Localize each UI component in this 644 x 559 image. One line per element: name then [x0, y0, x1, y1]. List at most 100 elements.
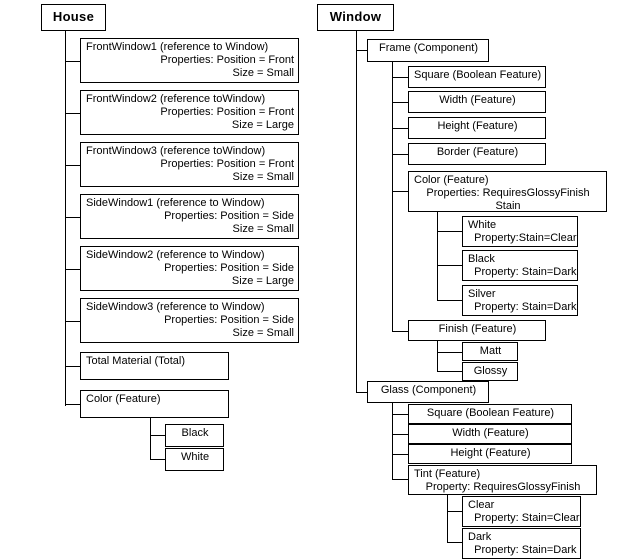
node-line-front-window-2-2: Size = Large — [231, 119, 294, 131]
node-line-glass-tint-clear-0: Clear — [468, 499, 495, 511]
node-line-house-color-white-0: White — [180, 451, 210, 463]
node-side-window-1[interactable]: SideWindow1 (reference to Window)Propert… — [80, 194, 299, 239]
node-total-material[interactable]: Total Material (Total) — [80, 352, 229, 380]
node-line-side-window-3-1: Properties: Position = Side — [164, 314, 294, 326]
node-line-side-window-1-1: Properties: Position = Side — [164, 210, 294, 222]
connector-frame-stem — [392, 62, 393, 331]
node-line-frame-border-0: Border (Feature) — [436, 146, 519, 158]
node-line-side-window-2-1: Properties: Position = Side — [164, 262, 294, 274]
node-line-front-window-3-2: Size = Small — [232, 171, 294, 183]
node-glass-tint-clear[interactable]: Clear Property: Stain=Clear — [462, 496, 581, 527]
connector-house-color-stem — [150, 418, 151, 460]
node-window[interactable]: Window — [317, 4, 394, 31]
node-line-frame-finish-matt-0: Matt — [479, 345, 502, 357]
connector-frame-color-stem — [437, 212, 438, 301]
node-line-front-window-2-1: Properties: Position = Front — [160, 106, 294, 118]
node-line-frame-color-black-0: Black — [468, 253, 495, 265]
node-line-front-window-2-0: FrontWindow2 (reference toWindow) — [86, 93, 266, 105]
node-frame-width[interactable]: Width (Feature) — [408, 91, 546, 113]
node-line-side-window-1-2: Size = Small — [232, 223, 294, 235]
connector-glass-to-square — [392, 414, 408, 415]
connector-house-to-sw3 — [65, 321, 80, 322]
node-line-side-window-3-0: SideWindow3 (reference to Window) — [86, 301, 265, 313]
node-frame-square[interactable]: Square (Boolean Feature) — [408, 66, 546, 88]
node-line-frame-color-silver-1: Property: Stain=Dark — [468, 301, 577, 313]
node-frame-finish-glossy[interactable]: Glossy — [462, 362, 518, 381]
node-line-total-material-0: Total Material (Total) — [86, 355, 186, 367]
node-line-frame-color-0: Color (Feature) — [414, 174, 489, 186]
node-line-front-window-1-2: Size = Small — [232, 67, 294, 79]
node-glass-tint[interactable]: Tint (Feature)Property: RequiresGlossyFi… — [408, 465, 597, 495]
node-front-window-2[interactable]: FrontWindow2 (reference toWindow)Propert… — [80, 90, 299, 135]
connector-window-to-glass — [356, 392, 367, 393]
node-line-glass-tint-1: Property: RequiresGlossyFinish — [425, 481, 581, 493]
connector-frame-to-square — [392, 77, 408, 78]
node-line-side-window-3-2: Size = Small — [232, 327, 294, 339]
connector-house-to-color — [65, 404, 80, 405]
connector-frame-to-color — [392, 191, 408, 192]
node-line-side-window-1-0: SideWindow1 (reference to Window) — [86, 197, 265, 209]
node-line-frame-color-1: Properties: RequiresGlossyFinish — [426, 187, 590, 199]
node-frame-height[interactable]: Height (Feature) — [408, 117, 546, 139]
node-line-frame-width-0: Width (Feature) — [439, 94, 516, 106]
connector-glass-tint-to-dark — [447, 542, 462, 543]
node-frame-border[interactable]: Border (Feature) — [408, 143, 546, 165]
node-glass-square[interactable]: Square (Boolean Feature) — [408, 404, 572, 424]
connector-window-stem — [356, 31, 357, 392]
node-glass-height[interactable]: Height (Feature) — [408, 444, 572, 464]
connector-frame-finish-stem — [437, 341, 438, 372]
node-glass-tint-dark[interactable]: Dark Property: Stain=Dark — [462, 528, 581, 559]
node-frame-color[interactable]: Color (Feature)Properties: RequiresGloss… — [408, 171, 607, 212]
node-line-glass-height-0: Height (Feature) — [450, 447, 531, 459]
connector-house-to-fw1 — [65, 61, 80, 62]
node-line-frame-0: Frame (Component) — [378, 42, 479, 54]
connector-house-color-to-white — [150, 459, 165, 460]
node-label-house: House — [52, 9, 95, 24]
connector-house-to-fw2 — [65, 113, 80, 114]
node-side-window-3[interactable]: SideWindow3 (reference to Window)Propert… — [80, 298, 299, 343]
node-frame-finish[interactable]: Finish (Feature) — [408, 320, 546, 341]
node-front-window-1[interactable]: FrontWindow1 (reference to Window)Proper… — [80, 38, 299, 83]
node-line-frame-square-0: Square (Boolean Feature) — [414, 69, 542, 81]
connector-glass-to-tint — [392, 479, 408, 480]
node-glass[interactable]: Glass (Component) — [367, 381, 489, 403]
node-line-house-color-black-0: Black — [181, 427, 209, 439]
connector-frame-to-width — [392, 102, 408, 103]
connector-frame-to-border — [392, 154, 408, 155]
connector-glass-tint-stem — [447, 495, 448, 543]
node-glass-width[interactable]: Width (Feature) — [408, 424, 572, 444]
node-side-window-2[interactable]: SideWindow2 (reference to Window)Propert… — [80, 246, 299, 291]
node-line-glass-tint-clear-1: Property: Stain=Clear — [468, 512, 580, 524]
node-line-glass-tint-dark-0: Dark — [468, 531, 492, 543]
node-label-window: Window — [329, 9, 382, 24]
connector-house-to-total — [65, 366, 80, 367]
node-house-color-white[interactable]: White — [165, 448, 224, 471]
connector-house-color-to-black — [150, 435, 165, 436]
node-frame-finish-matt[interactable]: Matt — [462, 342, 518, 361]
node-frame[interactable]: Frame (Component) — [367, 39, 489, 62]
node-line-frame-finish-0: Finish (Feature) — [438, 323, 517, 335]
connector-frame-color-to-silver — [437, 300, 462, 301]
node-line-frame-color-2: Stain — [495, 200, 521, 212]
node-front-window-3[interactable]: FrontWindow3 (reference toWindow)Propert… — [80, 142, 299, 187]
node-house-color[interactable]: Color (Feature) — [80, 390, 229, 418]
connector-frame-color-to-black — [437, 265, 462, 266]
node-line-front-window-3-0: FrontWindow3 (reference toWindow) — [86, 145, 266, 157]
connector-glass-tint-to-clear — [447, 511, 462, 512]
node-line-house-color-0: Color (Feature) — [86, 393, 161, 405]
node-line-frame-color-white-1: Property:Stain=Clear — [468, 232, 577, 244]
connector-house-to-fw3 — [65, 165, 80, 166]
node-house[interactable]: House — [41, 4, 106, 31]
node-frame-color-white[interactable]: White Property:Stain=Clear — [462, 216, 578, 247]
connector-frame-finish-to-glossy — [437, 371, 462, 372]
node-line-front-window-1-1: Properties: Position = Front — [160, 54, 294, 66]
node-frame-color-black[interactable]: Black Property: Stain=Dark — [462, 250, 578, 281]
node-frame-color-silver[interactable]: Silver Property: Stain=Dark — [462, 285, 578, 316]
node-line-glass-width-0: Width (Feature) — [452, 427, 529, 439]
node-line-side-window-2-2: Size = Large — [231, 275, 294, 287]
node-line-frame-color-black-1: Property: Stain=Dark — [468, 266, 577, 278]
connector-window-to-frame — [356, 50, 367, 51]
connector-frame-to-height — [392, 128, 408, 129]
node-house-color-black[interactable]: Black — [165, 424, 224, 447]
